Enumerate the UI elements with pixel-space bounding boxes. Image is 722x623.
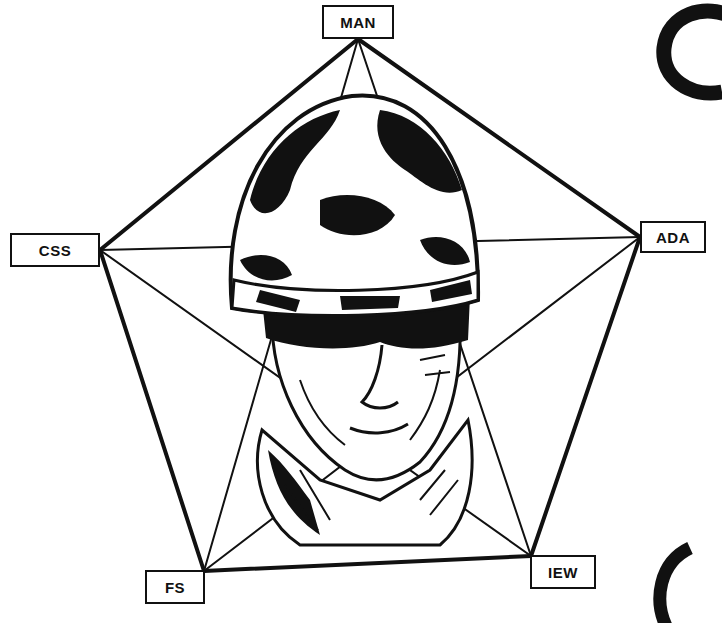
- label-box: MAN: [322, 5, 394, 39]
- label-box: FS: [145, 570, 205, 604]
- nose: [362, 345, 398, 408]
- star-diagonal: [100, 250, 531, 556]
- helmet: [231, 95, 478, 315]
- cropped-letter: [660, 548, 690, 623]
- box-label: FS: [165, 579, 185, 596]
- helmet-camouflage: [320, 195, 395, 235]
- box-label: IEW: [548, 564, 578, 581]
- label-box: ADA: [640, 221, 706, 253]
- helmet-camouflage: [377, 110, 462, 193]
- pentagon-edge: [100, 250, 204, 571]
- star-diagonal: [204, 237, 640, 571]
- box-label: MAN: [340, 14, 376, 31]
- label-box: IEW: [530, 555, 596, 589]
- helmet-band-shading: [256, 280, 472, 312]
- cropped-letter: [664, 11, 722, 93]
- box-label: ADA: [656, 229, 690, 246]
- helmet-camouflage: [250, 110, 340, 213]
- pentagon-edge: [204, 556, 531, 571]
- mouth: [350, 424, 408, 433]
- box-label: CSS: [39, 242, 71, 259]
- pentagon-edge: [531, 237, 640, 556]
- cheek-shading: [300, 355, 450, 445]
- label-box: CSS: [10, 233, 100, 267]
- helmet-camouflage: [240, 237, 470, 280]
- helmet-band: [232, 272, 478, 316]
